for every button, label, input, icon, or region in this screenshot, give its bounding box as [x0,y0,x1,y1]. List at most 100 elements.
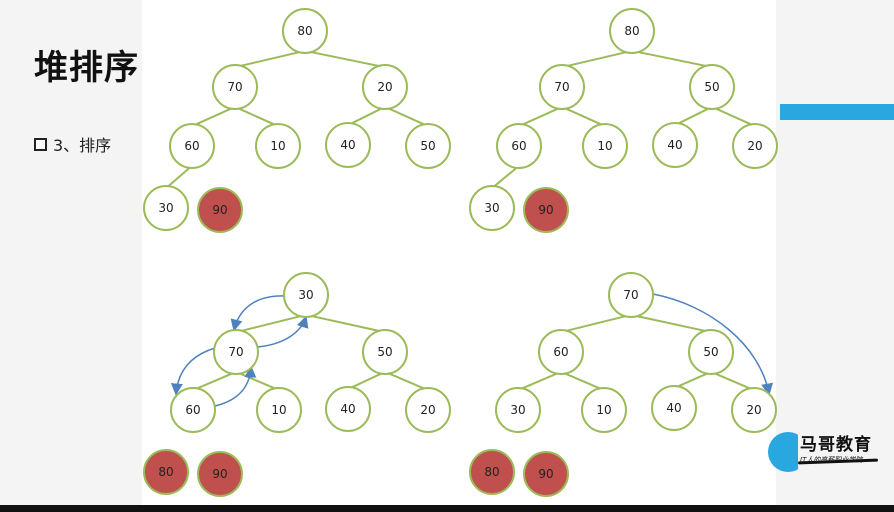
node-label: 60 [185,403,200,417]
bottom-bar [0,505,894,512]
heap-node [212,64,258,110]
heap-node [582,123,628,169]
node-label: 70 [554,80,569,94]
swap-arrow [214,365,257,407]
edges-layer [165,49,756,392]
sorted-node [197,451,243,497]
node-label: 80 [158,465,173,479]
node-label: 70 [227,80,242,94]
swap-arrow [230,295,287,332]
node-label: 40 [667,138,682,152]
heap-node [362,64,408,110]
heap-node [496,123,542,169]
tree-edge [517,370,562,392]
tree-edge [560,370,605,392]
tree-edge [710,370,755,392]
tree-edge [235,370,280,392]
node-label: 80 [297,24,312,38]
node-label: 60 [184,139,199,153]
node-label: 30 [510,403,525,417]
slide-title: 堆排序 [34,48,139,88]
node-label: 50 [420,139,435,153]
node-label: 50 [704,80,719,94]
sorted-node [143,449,189,495]
heap-node [213,329,259,375]
tree-edge [235,313,307,334]
tree-edge [384,370,429,392]
tree-edge [304,49,386,69]
node-label: 20 [746,403,761,417]
brand-name: 马哥教育 [800,435,872,455]
node-label: 90 [538,203,553,217]
tree-edge [518,105,563,128]
heap-node [652,122,698,168]
arrows-layer [170,286,773,407]
left-panel [0,0,142,505]
heap-node [362,329,408,375]
heap-node [469,185,515,231]
brand-logo: 马哥教育 IT人的高薪职业学院 [797,430,888,470]
heap-node [581,387,627,433]
tree-edge [561,49,633,69]
tree-edge [674,105,713,127]
node-label: 50 [377,345,392,359]
sorted-node [197,187,243,233]
heap-node [255,123,301,169]
heap-node [609,8,655,54]
node-label: 70 [228,345,243,359]
node-label: 80 [484,465,499,479]
swap-arrow [170,347,216,396]
right-panel [776,0,894,505]
sorted-node [469,449,515,495]
tree-edge [560,313,632,334]
node-label: 90 [212,203,227,217]
node-label: 20 [747,139,762,153]
heap-node [143,185,189,231]
heap-node [405,387,451,433]
tree-edge [234,105,279,128]
node-label: 30 [484,201,499,215]
heap-node [405,123,451,169]
heap-node [325,386,371,432]
heap-node [325,122,371,168]
node-label: 90 [212,467,227,481]
node-label: 70 [623,288,638,302]
tree-edge [711,105,756,128]
sorted-node [523,451,569,497]
sorted-node [523,187,569,233]
tree-edge [561,105,606,128]
bullet-item: 3、排序 [34,132,111,156]
brand-tagline: IT人的高薪职业学院 [800,456,863,464]
heap-node [169,123,215,169]
node-label: 50 [703,345,718,359]
tree-edge [191,105,236,128]
tree-edge [491,165,520,189]
heap-node [495,387,541,433]
node-label: 60 [553,345,568,359]
heap-node [651,385,697,431]
node-label: 20 [377,80,392,94]
heap-node [608,272,654,318]
tree-edge [384,105,429,128]
heap-node [732,123,778,169]
square-bullet-icon [34,137,47,151]
tree-edge [347,105,386,127]
heap-node [256,387,302,433]
node-label: 40 [340,402,355,416]
tree-edge [631,49,713,69]
node-label: 60 [511,139,526,153]
heap-node [538,329,584,375]
node-label: 10 [597,139,612,153]
tree-edge [234,49,306,69]
accent-bar [780,104,894,120]
tree-edge [192,370,237,392]
bullet-text: 3、排序 [53,136,112,155]
tree-edge [305,313,386,334]
node-label: 20 [420,403,435,417]
node-label: 10 [596,403,611,417]
